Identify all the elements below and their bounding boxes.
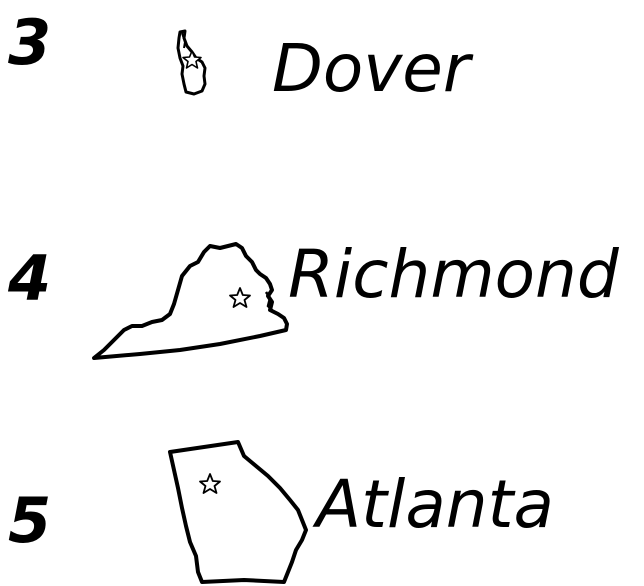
item-number: 5 xyxy=(8,484,52,557)
item-number: 4 xyxy=(8,242,52,315)
capital-name: Richmond xyxy=(288,236,619,313)
capital-name: Dover xyxy=(272,30,470,107)
georgia-outline-icon xyxy=(164,436,314,586)
delaware-outline-icon xyxy=(172,28,212,98)
item-number: 3 xyxy=(8,6,52,79)
virginia-outline-icon xyxy=(90,240,295,364)
capital-name: Atlanta xyxy=(316,466,554,543)
